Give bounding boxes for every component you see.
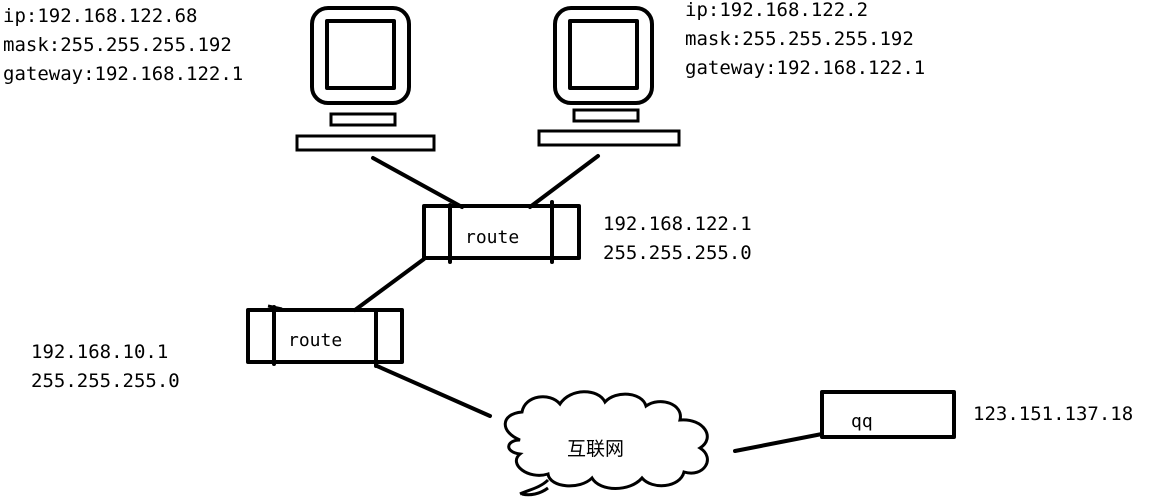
pc-left-gateway: gateway:192.168.122.1 [3,63,243,85]
server-qq-box [820,390,956,439]
router-lower-mask: 255.255.255.0 [31,370,180,392]
router-lower-ip: 192.168.10.1 [31,341,168,363]
pc-left-mask: mask:255.255.255.192 [3,34,232,56]
link-router-lower-internet [375,364,492,418]
router-upper-label: route [465,227,519,248]
link-router-upper-router-lower [353,257,426,312]
server-ip: 123.151.137.18 [973,403,1133,425]
server-qq-label: qq [851,411,873,432]
computer-left-icon [295,6,436,152]
router-upper-mask: 255.255.255.0 [603,242,752,264]
link-pc-right-router-upper [528,154,600,209]
router-upper [422,200,581,264]
link-pc-left-router-upper [371,156,464,209]
internet-cloud-icon [503,390,709,497]
link-internet-server [733,432,824,453]
pc-right-mask: mask:255.255.255.192 [685,28,914,50]
router-lower [246,304,404,368]
router-upper-ip: 192.168.122.1 [603,213,752,235]
internet-label: 互联网 [567,438,624,460]
router-lower-label: route [288,330,342,351]
pc-right-ip: ip:192.168.122.2 [685,0,868,21]
pc-right-gateway: gateway:192.168.122.1 [685,57,925,79]
pc-left-ip: ip:192.168.122.68 [3,5,197,27]
computer-right-icon [537,6,681,147]
